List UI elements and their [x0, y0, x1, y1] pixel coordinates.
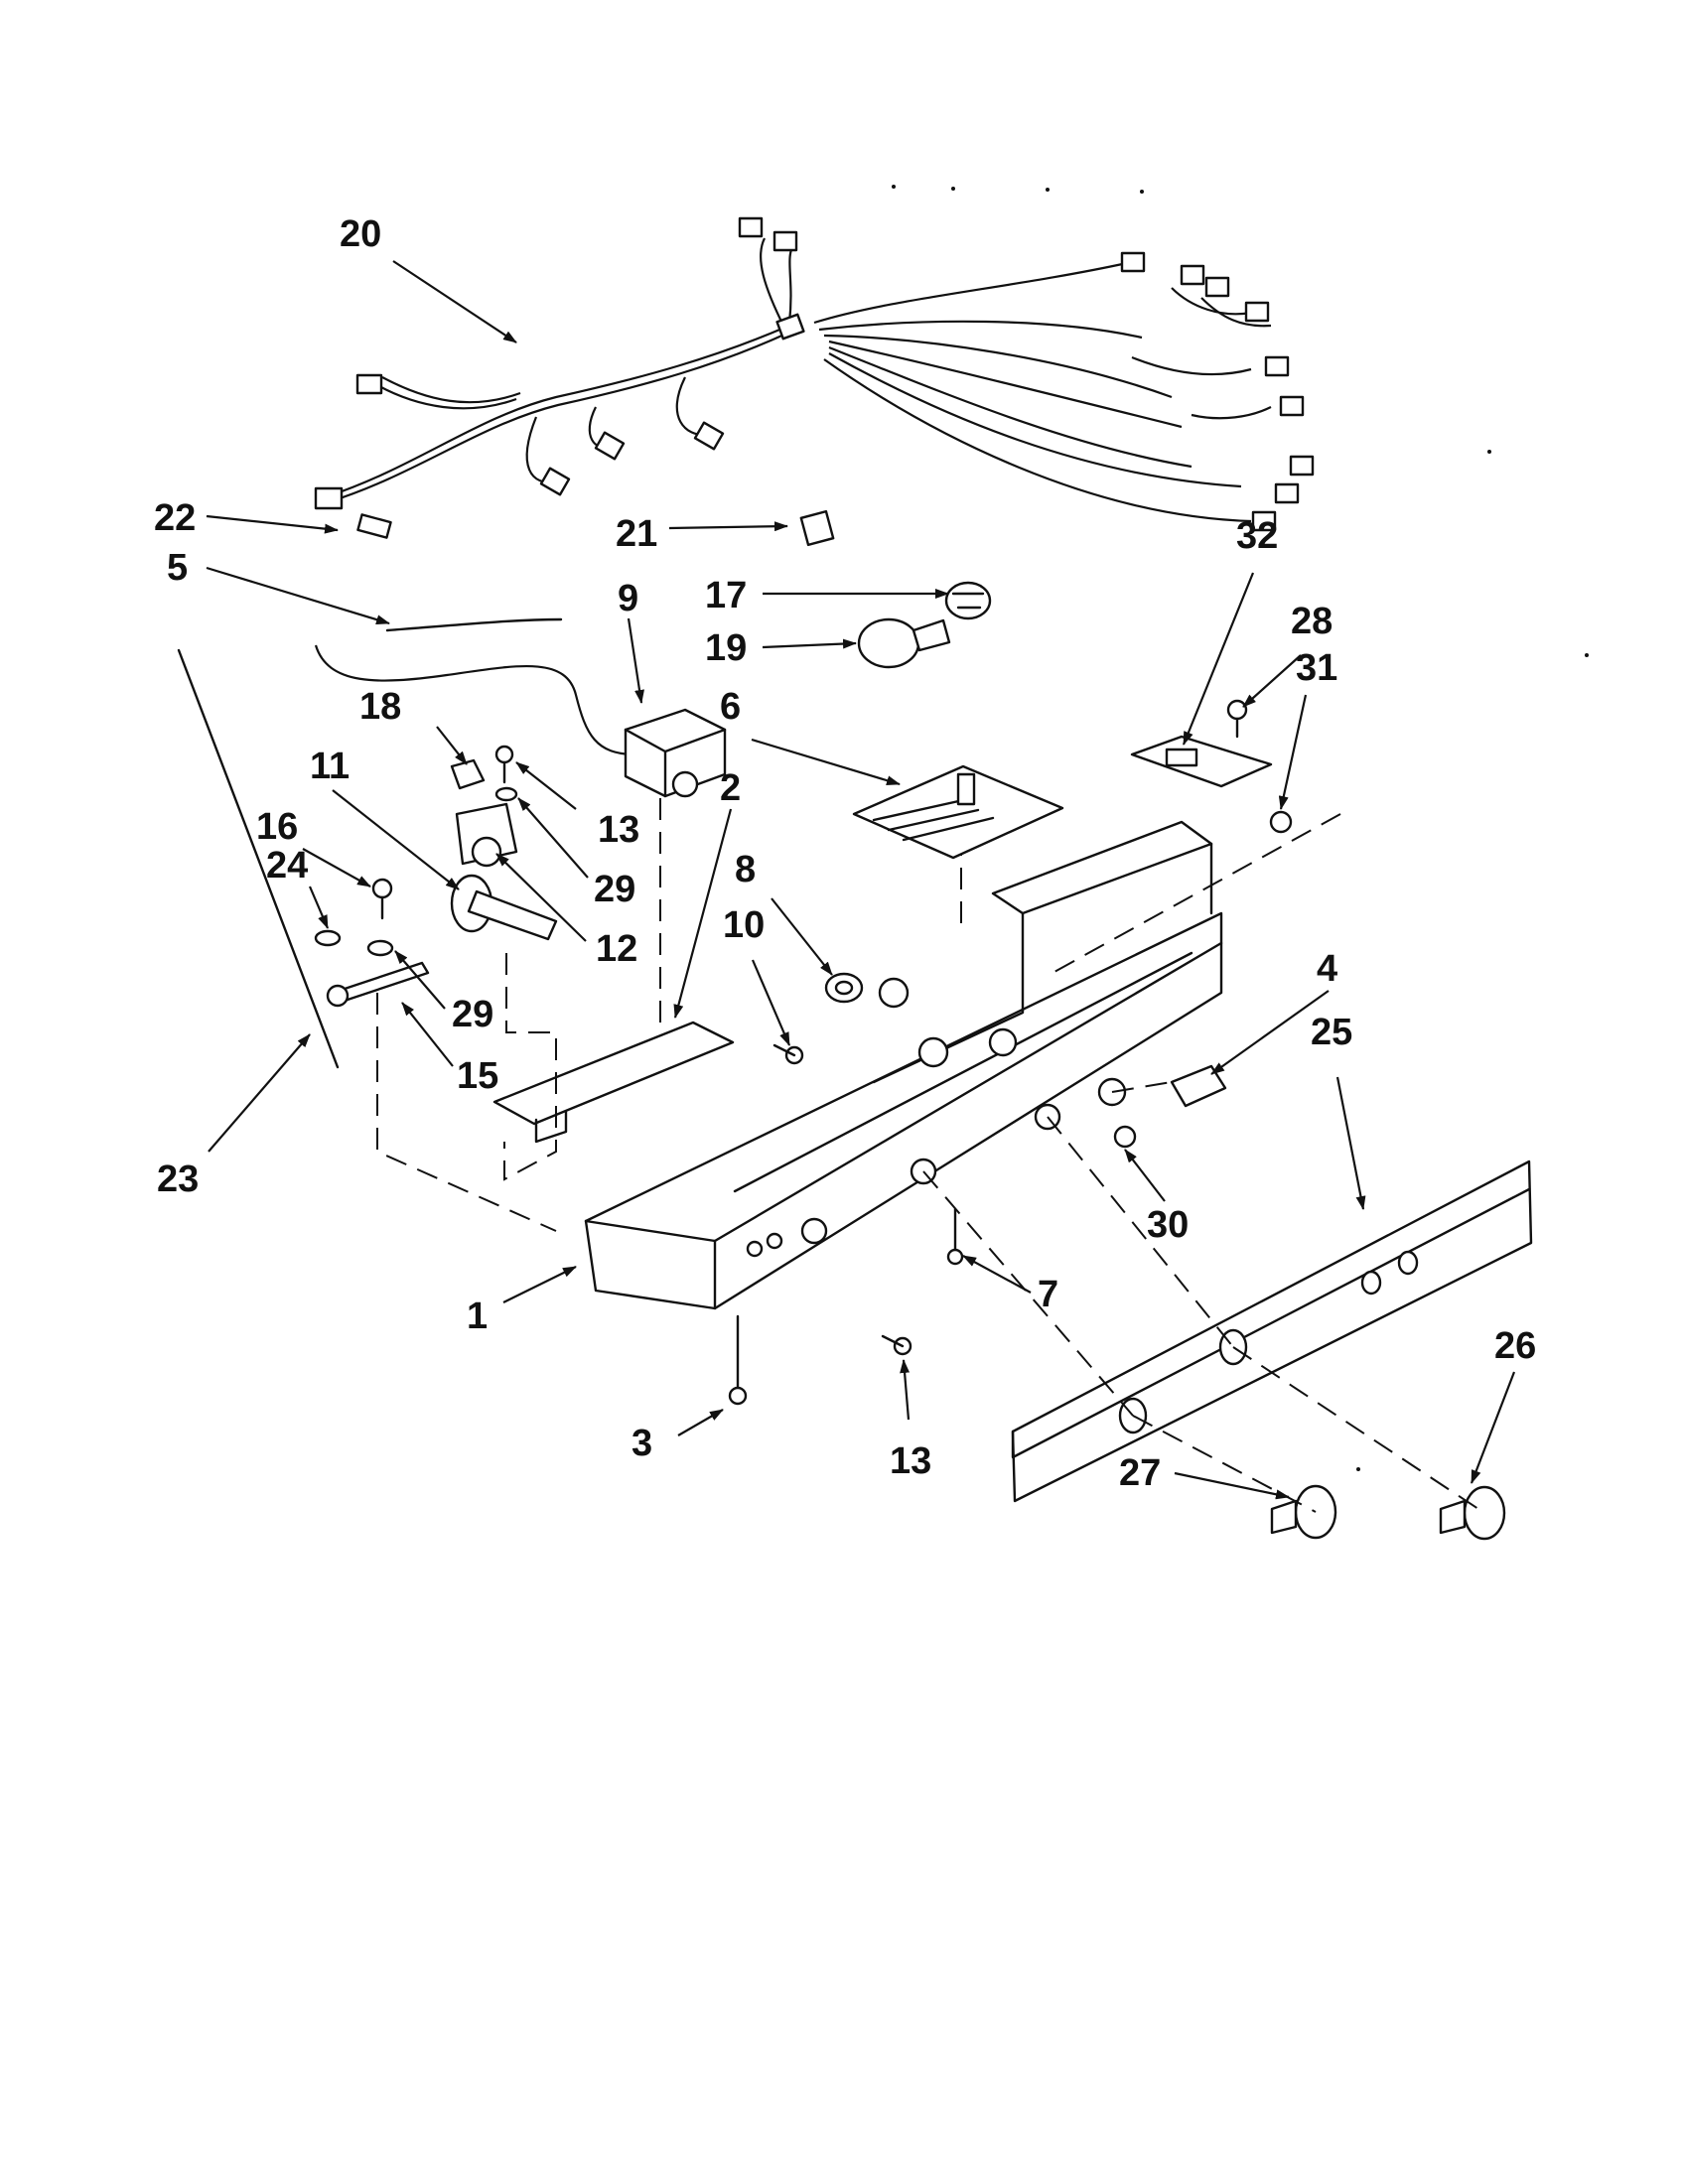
control-knob-shaft	[450, 874, 558, 941]
callout-24: 24	[266, 845, 308, 887]
callout-10: 10	[723, 904, 765, 946]
bracket-18	[450, 758, 486, 790]
screw-16	[371, 878, 393, 920]
callout-11: 11	[310, 746, 350, 787]
switch-4	[1170, 1064, 1227, 1108]
callout-1: 1	[467, 1296, 488, 1337]
damper-rod	[177, 648, 340, 1069]
callout-32: 32	[1236, 515, 1278, 557]
screw-13-top	[494, 745, 518, 802]
wire-harness	[314, 216, 1315, 532]
callout-25: 25	[1311, 1012, 1352, 1053]
callout-21: 21	[616, 513, 657, 555]
light-bulb	[857, 617, 951, 669]
callout-18: 18	[359, 686, 401, 728]
callout-31: 31	[1296, 647, 1337, 689]
plunger-30	[1113, 1125, 1137, 1149]
callout-12: 12	[596, 928, 637, 970]
callout-3: 3	[632, 1423, 652, 1464]
leader-arrows	[206, 260, 1516, 1500]
callout-26: 26	[1494, 1325, 1536, 1367]
callout-30: 30	[1147, 1204, 1189, 1246]
wire-clip-21	[799, 509, 835, 547]
harness-connector	[314, 216, 1315, 532]
washer-24	[314, 929, 342, 947]
callout-23: 23	[157, 1159, 199, 1200]
callout-7: 7	[1038, 1274, 1058, 1315]
housing-12	[455, 802, 518, 868]
lever-15	[326, 961, 430, 1008]
callout-9: 9	[618, 578, 638, 619]
washer-29	[366, 939, 394, 957]
callout-27: 27	[1119, 1452, 1161, 1494]
tube-5	[385, 617, 563, 632]
callout-5: 5	[167, 547, 188, 589]
callout-28: 28	[1291, 601, 1333, 642]
control-board-32	[1130, 735, 1273, 788]
control-knob-26	[1439, 1485, 1506, 1541]
screw-7	[946, 1207, 964, 1266]
grommet-8	[824, 972, 864, 1004]
screw-28	[1226, 699, 1248, 739]
grommet-31	[1269, 810, 1293, 834]
light-socket	[944, 581, 992, 620]
callout-29-lower: 29	[452, 994, 493, 1035]
wire-clip-22	[356, 513, 392, 539]
callout-13-bottom: 13	[890, 1440, 931, 1482]
control-panel	[1011, 1160, 1533, 1503]
callout-4: 4	[1317, 948, 1337, 990]
capillary-tube	[314, 644, 636, 756]
callout-labels: 20 22 21 5 9 17 19 32 28 31 18 6 11 13 2…	[154, 213, 1536, 1494]
screw-13-bottom	[881, 1334, 912, 1356]
callout-13-top: 13	[598, 809, 639, 851]
callout-2: 2	[720, 767, 741, 809]
callout-19: 19	[705, 627, 747, 669]
callout-6: 6	[720, 686, 741, 728]
callout-29-upper: 29	[594, 869, 635, 910]
alignment-lines	[376, 794, 1485, 1514]
callout-15: 15	[457, 1055, 498, 1097]
electronic-control	[852, 764, 1064, 860]
callout-17: 17	[705, 575, 747, 616]
control-housing	[584, 820, 1223, 1310]
thermostat	[624, 708, 727, 798]
screw-10	[772, 1043, 804, 1065]
screw-3	[728, 1314, 748, 1406]
callout-22: 22	[154, 497, 196, 539]
bracket-2	[492, 1021, 735, 1144]
control-knob-27	[1270, 1484, 1337, 1540]
callout-20: 20	[340, 213, 381, 255]
callout-16: 16	[256, 806, 298, 848]
scan-dots	[892, 185, 1589, 1471]
callout-8: 8	[735, 849, 756, 890]
